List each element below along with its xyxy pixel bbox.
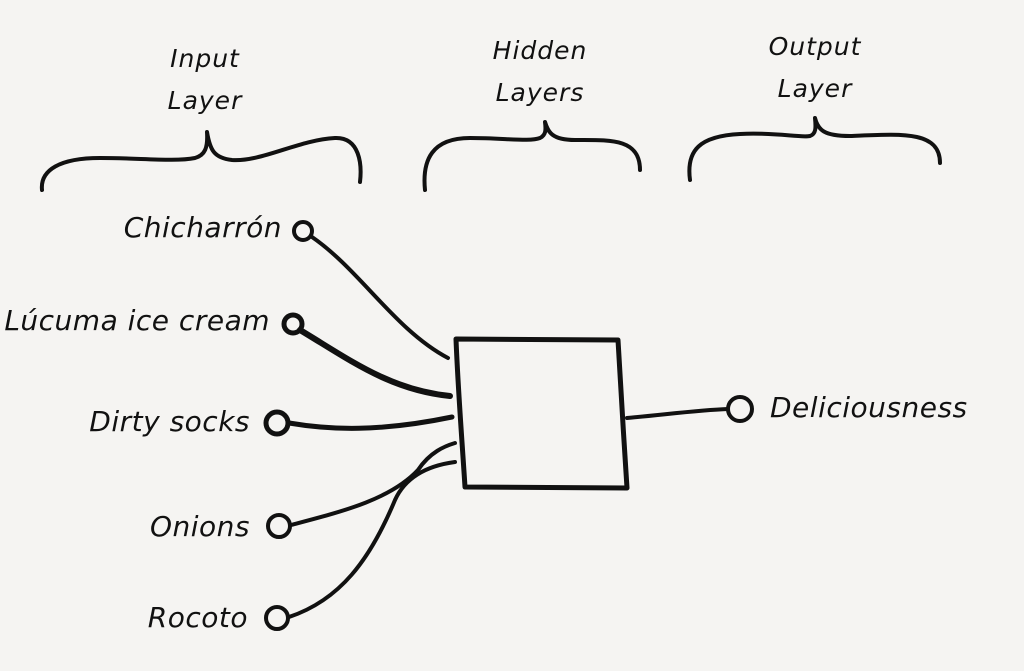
input-label-chicharron: Chicharrón <box>123 211 282 244</box>
output-layer-header-line1: Output <box>768 32 862 61</box>
hidden-layers-header: Hidden Layers <box>475 30 605 114</box>
hidden-layers-header-line2: Layers <box>495 78 585 107</box>
input-node-lucuma <box>281 312 305 336</box>
output-layer-brace <box>687 116 942 182</box>
input-edge-onions <box>289 441 457 527</box>
input-layer-brace <box>39 130 363 192</box>
input-label-onions: Onions <box>149 510 250 543</box>
input-node-onions <box>266 513 292 539</box>
input-label-dirty-socks: Dirty socks <box>89 405 250 438</box>
input-layer-header-line2: Layer <box>167 86 243 115</box>
input-label-lucuma: Lúcuma ice cream <box>4 304 270 337</box>
input-node-dirty-socks <box>263 409 291 437</box>
input-edge-dirty-socks <box>286 414 455 431</box>
input-edge-rocoto <box>287 460 457 619</box>
hidden-layers-brace <box>422 120 642 192</box>
input-node-chicharron <box>292 220 314 242</box>
output-layer-header: Output Layer <box>750 26 880 110</box>
output-edge-deliciousness <box>625 407 730 420</box>
input-node-rocoto <box>264 605 290 631</box>
input-edge-chicharron <box>310 235 450 360</box>
input-layer-header: Input Layer <box>140 38 270 122</box>
output-node-deliciousness <box>726 395 754 423</box>
input-edge-lucuma <box>297 327 453 399</box>
output-label-deliciousness: Deliciousness <box>770 391 968 424</box>
hidden-layer-box <box>453 336 630 491</box>
input-label-rocoto: Rocoto <box>147 601 248 634</box>
output-layer-header-line2: Layer <box>777 74 853 103</box>
hidden-layers-header-line1: Hidden <box>492 36 588 65</box>
input-layer-header-line1: Input <box>170 44 240 73</box>
